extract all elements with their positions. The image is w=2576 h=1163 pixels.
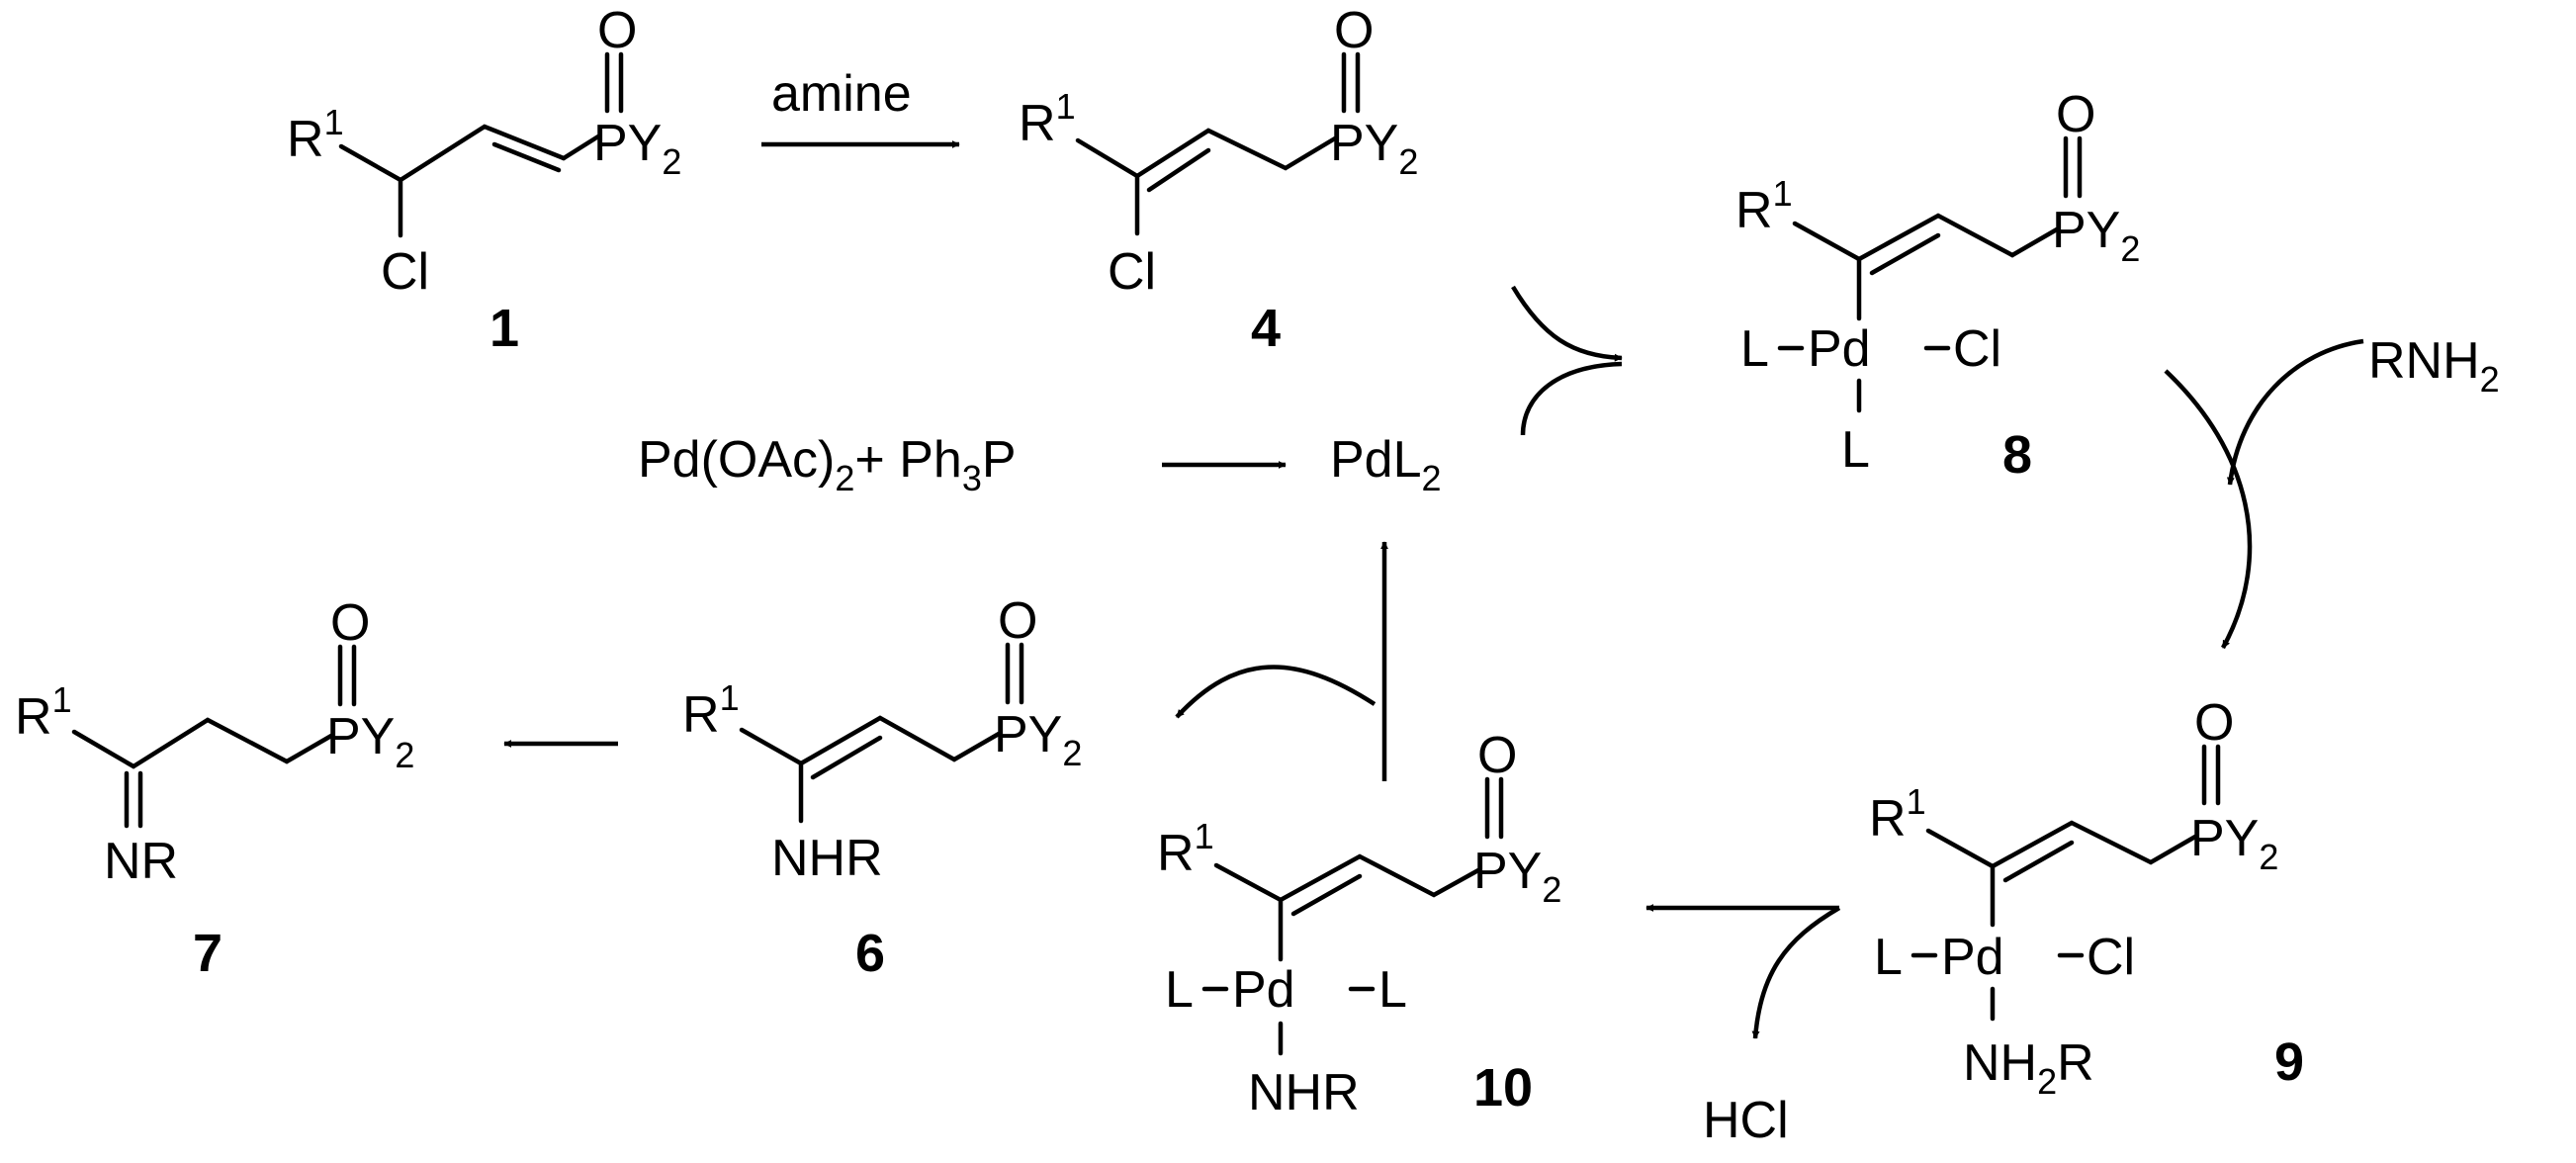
- r1-label: R1: [682, 677, 740, 744]
- cl-label: Cl: [1108, 243, 1156, 301]
- py2-label: PY2: [2190, 810, 2278, 877]
- compound-8-number: 8: [2002, 425, 2032, 485]
- l-label: L: [1740, 320, 1769, 378]
- py2-label: PY2: [1330, 115, 1418, 182]
- pd-label: Pd: [1808, 320, 1871, 378]
- pd-oac-label: Pd(OAc)2+ Ph3P: [638, 431, 1017, 498]
- compound-1-number: 1: [489, 299, 519, 358]
- py2-label: PY2: [994, 706, 1082, 773]
- nhr-label: NHR: [1248, 1064, 1360, 1121]
- hcl-elimination-arrow: HCl: [1645, 904, 1841, 1149]
- l-label: L: [1378, 961, 1407, 1019]
- pd-label: Pd: [1941, 929, 2004, 986]
- rnh2-label: RNH2: [2368, 332, 2500, 400]
- compound-9: R1 PY2 O L Pd Cl NH2R 9: [1869, 694, 2304, 1102]
- compound-10: R1 PY2 O L Pd L NHR 10: [1157, 727, 1561, 1121]
- compound-4: R1 Cl PY2 O 4: [1019, 2, 1418, 358]
- compound-1: R1 Cl PY2 O 1: [287, 2, 681, 358]
- compound-6: R1 PY2 O NHR 6: [682, 592, 1082, 983]
- nhr-label: NHR: [771, 830, 883, 887]
- o-label: O: [2056, 86, 2095, 143]
- r1-label: R1: [1019, 86, 1076, 152]
- cl-label: Cl: [2087, 929, 2135, 986]
- o-label: O: [998, 592, 1037, 650]
- l-label: L: [1841, 421, 1870, 479]
- cl-label: Cl: [381, 243, 429, 301]
- r1-label: R1: [15, 679, 72, 746]
- compound-10-number: 10: [1473, 1058, 1533, 1118]
- compound-8: R1 PY2 O L Pd Cl L 8: [1735, 86, 2140, 485]
- nh2r-label: NH2R: [1963, 1034, 2094, 1102]
- r1-label: R1: [1735, 173, 1793, 239]
- o-label: O: [330, 594, 370, 652]
- l-label: L: [1874, 929, 1903, 986]
- compound-6-number: 6: [855, 924, 885, 983]
- amine-coordination-arrow: RNH2: [2164, 332, 2500, 650]
- pdl2-label: PdL2: [1330, 431, 1442, 498]
- amine-arrow: amine: [761, 65, 960, 148]
- reductive-elimination-arrows: [1175, 541, 1388, 781]
- py2-label: PY2: [326, 708, 414, 775]
- compound-4-number: 4: [1251, 299, 1281, 358]
- o-label: O: [2194, 694, 2234, 752]
- oxidative-addition-arrows: [1511, 285, 1623, 436]
- cl-label: Cl: [1953, 320, 2001, 378]
- pd-label: Pd: [1232, 961, 1295, 1019]
- compound-7: R1 NR PY2 O 7: [15, 594, 414, 983]
- compound-7-number: 7: [193, 924, 222, 983]
- compound-9-number: 9: [2274, 1032, 2304, 1092]
- hcl-label: HCl: [1703, 1092, 1789, 1149]
- catalyst-formation: Pd(OAc)2+ Ph3P PdL2: [638, 431, 1442, 498]
- o-label: O: [597, 2, 637, 59]
- nr-label: NR: [104, 833, 178, 890]
- py2-label: PY2: [1473, 843, 1561, 910]
- amine-label: amine: [771, 65, 912, 123]
- o-label: O: [1477, 727, 1517, 784]
- l-label: L: [1165, 961, 1194, 1019]
- py2-label: PY2: [2052, 202, 2140, 269]
- r1-label: R1: [1157, 816, 1214, 882]
- r1-label: R1: [287, 102, 344, 168]
- r1-label: R1: [1869, 781, 1926, 848]
- o-label: O: [1334, 2, 1374, 59]
- py2-label: PY2: [593, 115, 681, 182]
